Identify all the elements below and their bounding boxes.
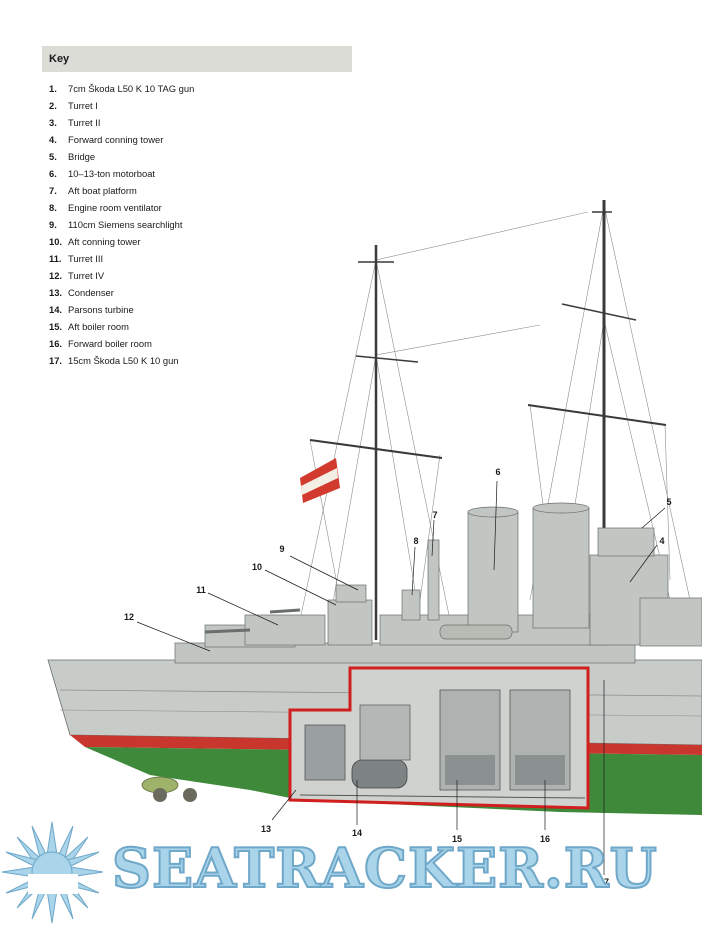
callout-6: 6 bbox=[495, 467, 500, 477]
masts bbox=[309, 200, 667, 640]
key-item: 5. Bridge bbox=[42, 148, 352, 165]
callout-leaders bbox=[136, 480, 666, 875]
callout-10: 10 bbox=[252, 562, 262, 572]
key-item-label: Aft conning tower bbox=[68, 236, 141, 247]
callout-5: 5 bbox=[666, 497, 671, 507]
sun-logo-icon bbox=[1, 821, 104, 924]
callout-12: 12 bbox=[124, 612, 134, 622]
turret-guns bbox=[204, 608, 301, 634]
key-item-number: 6. bbox=[49, 168, 57, 179]
engine-cutaway bbox=[288, 666, 590, 810]
key-item-label: 7cm Škoda L50 K 10 TAG gun bbox=[68, 83, 195, 94]
key-item-number: 8. bbox=[49, 202, 57, 213]
key-item: 17. 15cm Škoda L50 K 10 gun bbox=[42, 352, 352, 369]
key-item-label: Bridge bbox=[68, 151, 96, 162]
key-item-number: 2. bbox=[49, 100, 57, 111]
key-item: 3. Turret II bbox=[42, 114, 352, 131]
key-item-number: 11. bbox=[49, 253, 62, 264]
key-item-label: Condenser bbox=[68, 287, 114, 298]
key-item: 13. Condenser bbox=[42, 284, 352, 301]
key-item-number: 1. bbox=[49, 83, 57, 94]
callout-15: 15 bbox=[452, 834, 462, 844]
ensign-flag bbox=[300, 458, 340, 503]
propellers bbox=[141, 776, 197, 802]
key-item: 11. Turret III bbox=[42, 250, 352, 267]
key-item: 4. Forward conning tower bbox=[42, 131, 352, 148]
key-item: 15. Aft boiler room bbox=[42, 318, 352, 335]
key-item-label: Turret IV bbox=[68, 270, 105, 281]
callout-7: 7 bbox=[432, 510, 437, 520]
key-item: 2. Turret I bbox=[42, 97, 352, 114]
key-item-label: Forward boiler room bbox=[68, 338, 152, 349]
key-item-number: 5. bbox=[49, 151, 57, 162]
key-item-label: Aft boiler room bbox=[68, 321, 129, 332]
key-item-number: 3. bbox=[49, 117, 57, 128]
callout-8: 8 bbox=[413, 536, 418, 546]
superstructure bbox=[174, 502, 702, 664]
key-item: 10. Aft conning tower bbox=[42, 233, 352, 250]
key-item-number: 14. bbox=[49, 304, 63, 315]
key-panel: Key 1. 7cm Škoda L50 K 10 TAG gun 2. Turre… bbox=[42, 46, 352, 369]
callout-9: 9 bbox=[279, 544, 284, 554]
key-item-label: Turret I bbox=[68, 100, 98, 111]
rigging bbox=[299, 204, 691, 621]
key-item-label: Turret II bbox=[68, 117, 101, 128]
key-item-label: Aft boat platform bbox=[68, 185, 137, 196]
callout-13: 13 bbox=[261, 824, 271, 834]
key-item-label: Forward conning tower bbox=[68, 134, 164, 145]
key-item: 8. Engine room ventilator bbox=[42, 199, 352, 216]
key-item: 1. 7cm Škoda L50 K 10 TAG gun bbox=[42, 80, 352, 97]
key-item: 6. 10–13-ton motorboat bbox=[42, 165, 352, 182]
callout-17: 17 bbox=[599, 877, 609, 887]
callout-labels: 4 5 6 7 8 9 10 11 12 13 14 15 16 17 bbox=[124, 467, 672, 887]
key-item-number: 13. bbox=[49, 287, 63, 298]
callout-11: 11 bbox=[196, 585, 206, 595]
key-item: 14. Parsons turbine bbox=[42, 301, 352, 318]
key-item-label: Turret III bbox=[68, 253, 104, 264]
key-item-label: Engine room ventilator bbox=[68, 202, 162, 213]
key-item-number: 16. bbox=[49, 338, 63, 349]
key-item-label: 15cm Škoda L50 K 10 gun bbox=[68, 355, 179, 366]
callout-14: 14 bbox=[352, 828, 362, 838]
key-item-number: 17. bbox=[49, 355, 63, 366]
key-item: 16. Forward boiler room bbox=[42, 335, 352, 352]
key-item-label: 10–13-ton motorboat bbox=[68, 168, 156, 179]
key-item: 9. 110cm Siemens searchlight bbox=[42, 216, 352, 233]
key-item-label: 110cm Siemens searchlight bbox=[68, 219, 183, 230]
key-item-number: 12. bbox=[49, 270, 63, 281]
key-item-number: 9. bbox=[49, 219, 57, 230]
key-item-number: 7. bbox=[49, 185, 57, 196]
key-item: 7. Aft boat platform bbox=[42, 182, 352, 199]
key-item-number: 15. bbox=[49, 321, 63, 332]
watermark: SEATRACKER.RU bbox=[111, 835, 658, 901]
key-item-label: Parsons turbine bbox=[68, 304, 134, 315]
callout-4: 4 bbox=[659, 536, 664, 546]
key-item: 12. Turret IV bbox=[42, 267, 352, 284]
key-list: 1.7cm Škoda L50 K 10 TAG gun 2.Turret I … bbox=[42, 80, 352, 369]
key-item-number: 10. bbox=[49, 236, 63, 247]
key-title: Key bbox=[42, 46, 352, 72]
key-item-number: 4. bbox=[49, 134, 57, 145]
callout-16: 16 bbox=[540, 834, 550, 844]
